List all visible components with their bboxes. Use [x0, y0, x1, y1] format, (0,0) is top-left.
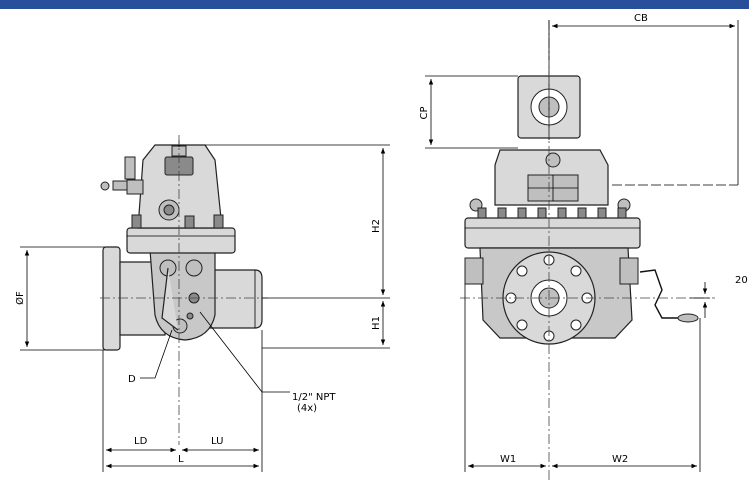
- dim-l-label: L: [178, 454, 184, 465]
- side-view: ØF H2 H1 D 1/2" NPT (4x) LD LU L: [14, 135, 390, 472]
- dim-w1-label: W1: [500, 454, 516, 465]
- label-npt-line2: (4x): [297, 403, 317, 414]
- dim-h1-label: H1: [371, 316, 382, 330]
- dim-w2-label: W2: [612, 454, 628, 465]
- front-flange: [464, 217, 641, 249]
- front-port-right: [619, 257, 639, 285]
- dim-of-label: ØF: [14, 291, 26, 305]
- dim-lu-label: LU: [211, 436, 223, 447]
- dim-cb-label: CB: [634, 13, 648, 24]
- dim-ld-label: LD: [134, 436, 148, 447]
- front-view: CB CP 20 W1 W2: [419, 13, 748, 480]
- dim-20-label: 20: [735, 275, 748, 286]
- side-valve-stem: [112, 180, 128, 191]
- label-d: D: [128, 374, 136, 385]
- label-npt-line1: 1/2" NPT: [292, 392, 336, 403]
- bonnet-flange: [126, 227, 236, 254]
- body-fitting-right: [185, 259, 203, 277]
- header-band: [0, 0, 749, 9]
- upper-handle: [124, 156, 136, 180]
- dim-h2-label: H2: [371, 219, 382, 233]
- inlet-flange: [102, 246, 121, 351]
- leader-d: [140, 329, 173, 379]
- crank-handle: [639, 269, 690, 319]
- outlet-pipe: [209, 269, 263, 329]
- side-valve: [126, 179, 144, 195]
- front-port-left: [464, 257, 484, 285]
- dim-cp-label: CP: [419, 106, 430, 119]
